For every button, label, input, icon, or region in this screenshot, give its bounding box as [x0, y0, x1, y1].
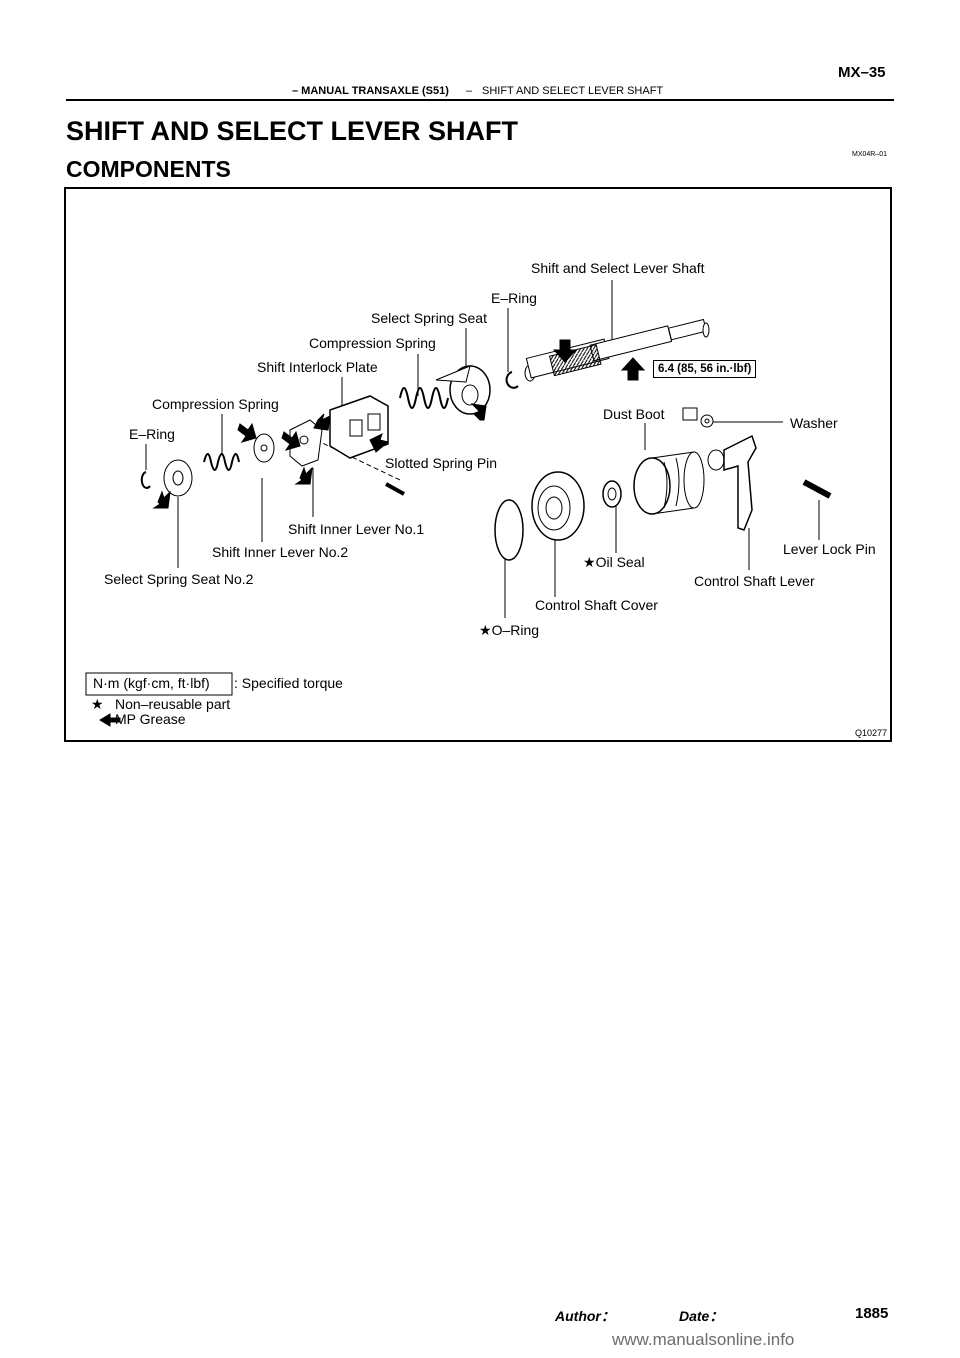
figure-id: Q10277 [855, 728, 888, 738]
label-compression-spring-top: Compression Spring [309, 335, 436, 351]
section-title: COMPONENTS [66, 156, 231, 182]
label-shift-interlock-plate: Shift Interlock Plate [257, 359, 378, 375]
label-oil-seal: ★Oil Seal [583, 554, 645, 570]
label-control-shaft-lever: Control Shaft Lever [694, 573, 815, 589]
label-o-ring: ★O–Ring [479, 622, 540, 638]
legend-torque-box: N·m (kgf·cm, ft·lbf) [93, 675, 210, 691]
label-shift-inner-lever-no1: Shift Inner Lever No.1 [288, 521, 425, 537]
legend-non-reusable: Non–reusable part [115, 696, 231, 712]
header-section: – MANUAL TRANSAXLE (S51) [292, 85, 449, 97]
reference-code: MX04R–01 [852, 151, 888, 158]
page-title: SHIFT AND SELECT LEVER SHAFT [66, 116, 519, 146]
non-reusable-star-icon: ★ [583, 554, 596, 570]
author-label: Author： [555, 1308, 615, 1324]
legend-torque-text: : Specified torque [234, 675, 343, 691]
header-subsection: SHIFT AND SELECT LEVER SHAFT [482, 85, 664, 97]
label-compression-spring-left: Compression Spring [152, 396, 279, 412]
label-shift-inner-lever-no2: Shift Inner Lever No.2 [212, 544, 349, 560]
watermark: www.manualsonline.info [612, 1330, 795, 1349]
label-dust-boot: Dust Boot [603, 406, 665, 422]
page-total: 1885 [855, 1305, 889, 1322]
non-reusable-star-icon: ★ [479, 622, 492, 638]
label-control-shaft-cover: Control Shaft Cover [535, 597, 658, 613]
header-rule [66, 99, 894, 101]
header-separator: – [466, 85, 473, 97]
label-select-spring-seat-no2: Select Spring Seat No.2 [104, 571, 254, 587]
label-shift-select-lever-shaft: Shift and Select Lever Shaft [531, 260, 705, 276]
legend-grease: MP Grease [115, 711, 186, 727]
label-lever-lock-pin: Lever Lock Pin [783, 541, 876, 557]
torque-spec-box: 6.4 (85, 56 in.·lbf) [653, 360, 757, 378]
legend-star-icon: ★ [91, 696, 104, 712]
label-select-spring-seat: Select Spring Seat [371, 310, 487, 326]
page-number: MX–35 [838, 64, 886, 81]
diagram-frame [64, 187, 892, 742]
label-washer: Washer [790, 415, 838, 431]
label-e-ring-left: E–Ring [129, 426, 175, 442]
label-slotted-spring-pin: Slotted Spring Pin [385, 455, 498, 471]
date-label: Date： [679, 1308, 724, 1324]
label-e-ring-top: E–Ring [491, 290, 537, 306]
